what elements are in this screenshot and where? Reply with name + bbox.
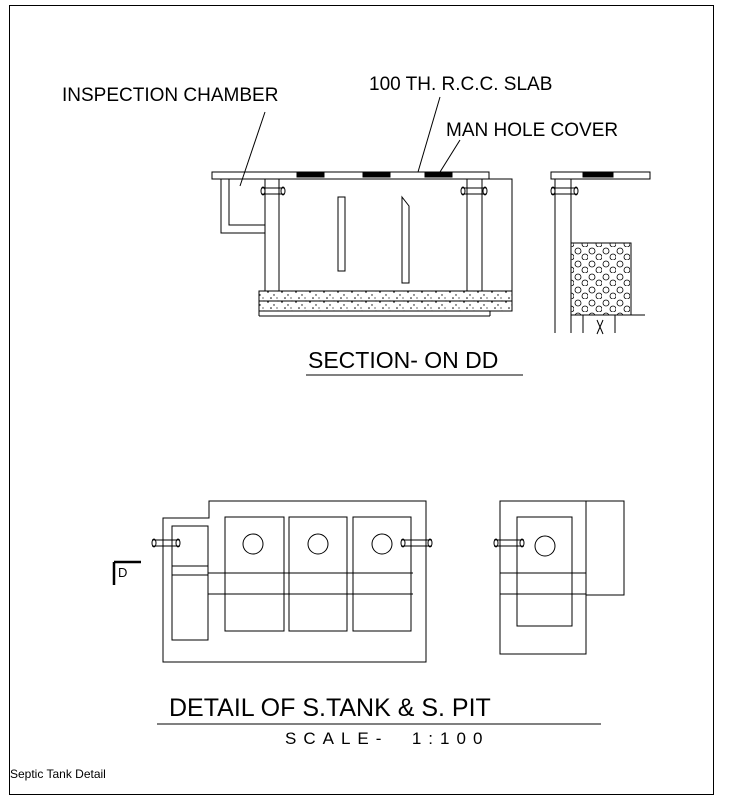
- outlet-pipe: [400, 538, 433, 548]
- plan-view: [112, 500, 433, 663]
- septic-tank-outline: [162, 500, 427, 663]
- tank-compartment: [288, 516, 348, 632]
- scale-label: SCALE- 1:100: [285, 729, 490, 748]
- baffle-wall: [401, 195, 410, 284]
- baffle-wall: [337, 196, 346, 272]
- man-hole-cover: [362, 171, 391, 178]
- manhole-circle: [371, 533, 393, 555]
- inspection-chamber: [220, 179, 265, 234]
- inlet-pipe: [151, 538, 181, 548]
- tank-compartment: [224, 516, 285, 632]
- rcc-slab: [211, 171, 490, 180]
- rcc-slab-label: 100 TH. R.C.C. SLAB: [369, 74, 553, 95]
- outlet-pipe: [460, 186, 488, 196]
- section-marker: [112, 560, 141, 585]
- footer-label: Septic Tank Detail: [10, 767, 106, 781]
- manhole-circle: [307, 533, 329, 555]
- man-hole-cover-label: MAN HOLE COVER: [446, 120, 619, 141]
- manhole-circle: [534, 535, 556, 557]
- leader-man-hole-cover: [439, 139, 461, 173]
- leader-inspection-chamber: [239, 111, 266, 187]
- manhole-circle: [242, 533, 264, 555]
- tank-compartment: [352, 516, 412, 632]
- man-hole-cover: [296, 171, 325, 178]
- man-hole-cover: [424, 171, 453, 178]
- section-view: [211, 171, 513, 317]
- section-marker-letter: D: [118, 565, 128, 580]
- inlet-pipe: [550, 186, 579, 196]
- detail-title: DETAIL OF S.TANK & S. PIT: [169, 694, 491, 722]
- drawing-frame: [9, 5, 714, 795]
- inlet-pipe: [493, 538, 525, 548]
- inspection-chamber-label: INSPECTION CHAMBER: [62, 85, 279, 106]
- soak-pit-outline: [499, 500, 587, 655]
- inlet-pipe: [260, 186, 286, 196]
- section-title: SECTION- ON DD: [308, 347, 499, 373]
- soak-pit-plan: [493, 500, 625, 655]
- leader-rcc-slab: [417, 96, 441, 173]
- soak-pit-fill: [570, 242, 632, 316]
- soak-pit-section: [550, 171, 651, 335]
